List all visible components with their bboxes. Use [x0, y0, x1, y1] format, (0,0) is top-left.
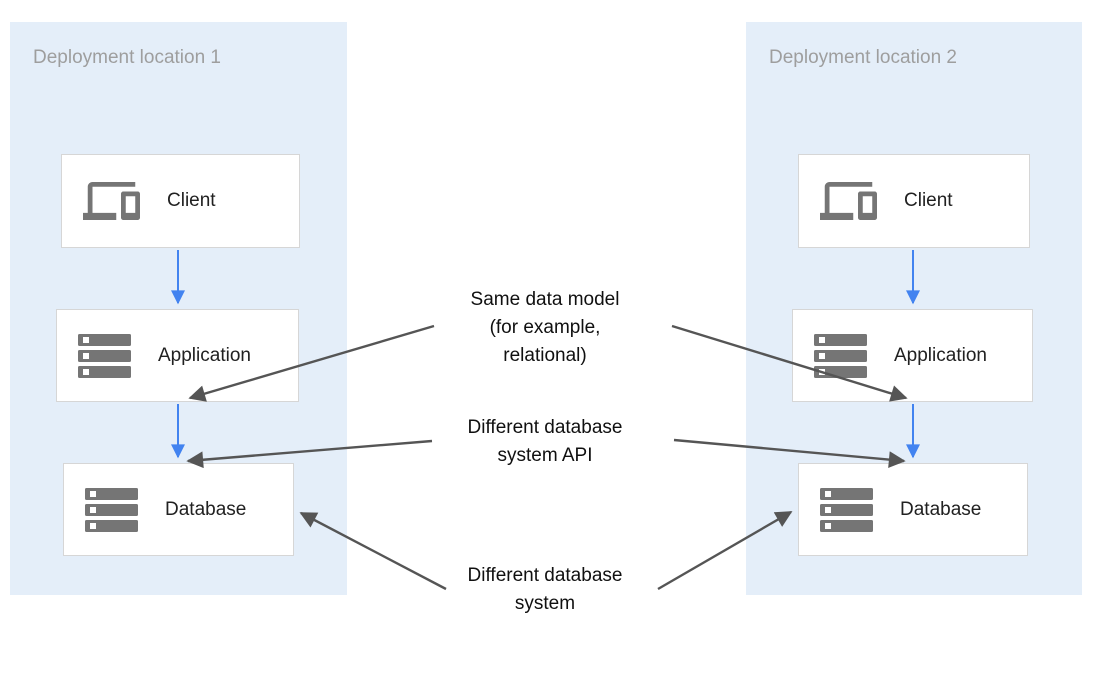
- server-stack-icon: [820, 487, 873, 532]
- server-stack-icon: [85, 487, 138, 532]
- server-stack-icon: [814, 333, 867, 378]
- client-node-1: Client: [61, 154, 300, 248]
- panel-title: Deployment location 1: [33, 47, 221, 68]
- annotation-different-db-system: Different database system: [467, 565, 623, 614]
- annotation-same-data-model: Same data model (for example, relational…: [470, 289, 620, 366]
- application-node-2: Application: [792, 309, 1033, 402]
- node-label: Application: [158, 344, 251, 366]
- database-node-1: Database: [63, 463, 294, 556]
- annotation-different-db-api: Different database system API: [467, 417, 623, 466]
- client-node-2: Client: [798, 154, 1030, 248]
- node-label: Database: [900, 498, 982, 520]
- server-stack-icon: [78, 333, 131, 378]
- deployment-location-2-panel: Deployment location 2 Client: [746, 22, 1082, 595]
- devices-icon: [820, 179, 877, 223]
- node-label: Database: [165, 498, 247, 520]
- application-node-1: Application: [56, 309, 299, 402]
- devices-icon: [83, 179, 140, 223]
- database-node-2: Database: [798, 463, 1028, 556]
- deployment-location-1-panel: Deployment location 1 Client: [10, 22, 347, 595]
- node-label: Client: [904, 190, 953, 211]
- node-label: Client: [167, 190, 216, 211]
- panel-title: Deployment location 2: [769, 47, 957, 68]
- node-label: Application: [894, 344, 987, 366]
